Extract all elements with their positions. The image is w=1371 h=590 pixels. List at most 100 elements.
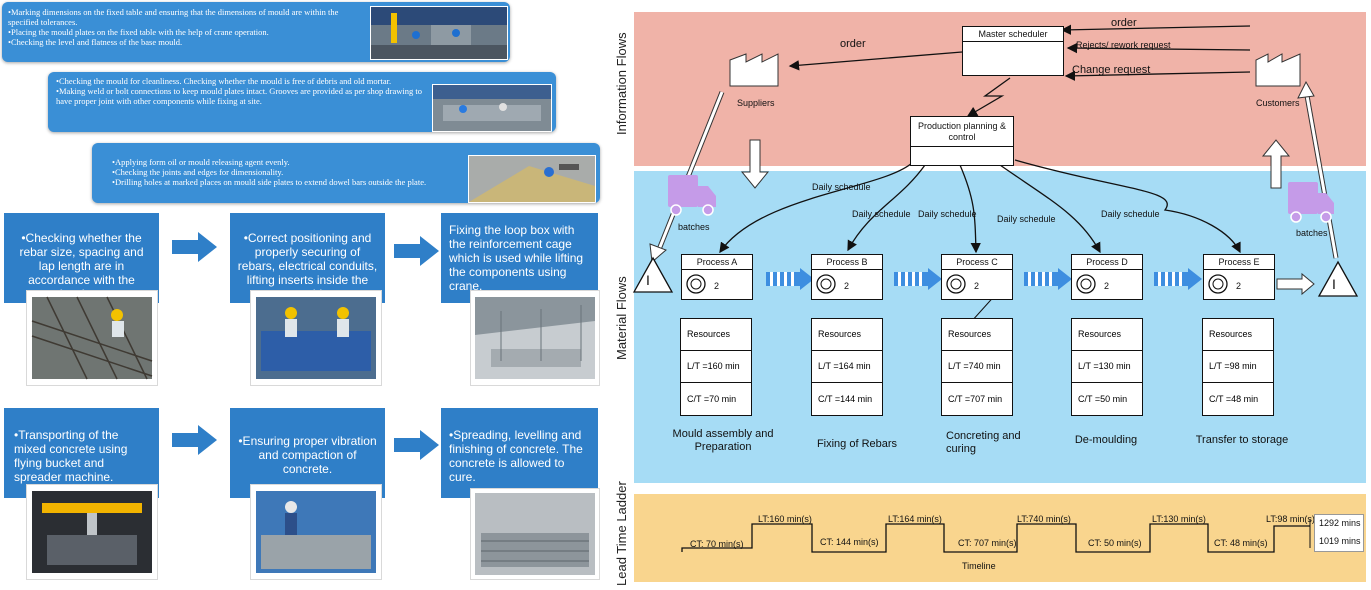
- ladder-lt-5: LT:98 min(s): [1266, 514, 1315, 524]
- process-b-operators: 2: [844, 281, 850, 291]
- customers-truck-icon: [1288, 182, 1334, 223]
- process-e-operators: 2: [1236, 281, 1242, 291]
- order-label-right: order: [1111, 17, 1137, 29]
- ladder-lt-4: LT:130 min(s): [1152, 514, 1206, 524]
- banner-step-3: •Applying form oil or mould releasing ag…: [92, 143, 600, 203]
- suppliers-truck-icon: [668, 175, 716, 216]
- banner-2-photo: [432, 84, 552, 132]
- compaction-photo: [256, 491, 376, 573]
- inventory-triangle-start: [632, 256, 674, 293]
- banner-3-photo: [468, 155, 596, 203]
- resources-a-lt: L/T =160 min: [681, 351, 751, 383]
- suppliers-factory-icon: [729, 53, 779, 87]
- card-spreading: •Spreading, levelling and finishing of c…: [441, 408, 598, 498]
- ladder-ct-4: CT: 50 min(s): [1088, 538, 1142, 548]
- total-lead-time-box: 1292 mins 1019 mins: [1314, 514, 1364, 552]
- curing-photo: [475, 493, 595, 575]
- ladder-ct-5: CT: 48 min(s): [1214, 538, 1268, 548]
- ladder-ct-2: CT: 144 min(s): [820, 537, 879, 547]
- photo-spreading: [470, 488, 600, 580]
- banner-step-1: •Marking dimensions on the fixed table a…: [2, 2, 510, 62]
- factory-photo-3: [469, 156, 595, 202]
- right-arrow-r1-2: [394, 236, 439, 266]
- total-ct-value: 1019 mins: [1319, 536, 1361, 546]
- batches-label-right: batches: [1296, 228, 1328, 238]
- process-b-title: Process B: [812, 257, 882, 270]
- operator-icon-e: [1208, 274, 1228, 294]
- card-vibration: •Ensuring proper vibration and compactio…: [230, 408, 385, 498]
- photo-loop-box: [470, 290, 600, 386]
- resources-a-ct: C/T =70 min: [687, 393, 737, 404]
- total-lt-value: 1292 mins: [1319, 518, 1361, 528]
- production-control-title: Production planning & control: [911, 121, 1013, 147]
- resources-box-b: Resources L/T =164 min C/T =144 min: [811, 318, 883, 416]
- rejects-label: Rejects/ rework request: [1076, 40, 1171, 50]
- banner-2-text: •Checking the mould for cleanliness. Che…: [56, 76, 423, 106]
- photo-rebar-check: [26, 290, 158, 386]
- photo-rebar-positioning: [250, 290, 382, 386]
- resources-box-d: Resources L/T =130 min C/T =50 min: [1071, 318, 1143, 416]
- ladder-lt-2: LT:164 min(s): [888, 514, 942, 524]
- resources-d-lt: L/T =130 min: [1072, 351, 1142, 383]
- ladder-ct-3: CT: 707 min(s): [958, 538, 1017, 548]
- banner-step-2: •Checking the mould for cleanliness. Che…: [48, 72, 556, 132]
- resources-b-ct: C/T =144 min: [818, 393, 873, 404]
- process-c-operators: 2: [974, 281, 980, 291]
- daily-schedule-label-c: Daily schedule: [918, 209, 977, 219]
- resources-box-e: Resources L/T =98 min C/T =48 min: [1202, 318, 1274, 416]
- inventory-label-end: I: [1332, 276, 1336, 292]
- push-arrows: [766, 268, 1202, 290]
- step-name-a: Mould assembly and Preparation: [672, 428, 774, 453]
- operator-icon-a: [686, 274, 706, 294]
- right-arrow-r2-1: [172, 425, 217, 455]
- daily-schedule-label-b: Daily schedule: [852, 209, 911, 219]
- resources-e-label: Resources: [1203, 319, 1273, 351]
- process-box-e: Process E 2: [1203, 254, 1275, 300]
- step-name-e: Transfer to storage: [1195, 434, 1289, 446]
- daily-schedule-label-a: Daily schedule: [812, 182, 871, 192]
- customers-label: Customers: [1256, 98, 1300, 108]
- card-concrete-transport: •Transporting of the mixed concrete usin…: [4, 408, 159, 498]
- process-d-operators: 2: [1104, 281, 1110, 291]
- order-label-left: order: [840, 38, 866, 50]
- card-loop-box: Fixing the loop box with the reinforceme…: [441, 213, 598, 303]
- resources-c-lt: L/T =740 min: [942, 351, 1012, 383]
- resources-d-ct: C/T =50 min: [1078, 393, 1128, 404]
- right-arrow-r2-2: [394, 430, 439, 460]
- card-rebar-check: •Checking whether the rebar size, spacin…: [4, 213, 159, 303]
- right-arrow-r1-1: [172, 232, 217, 262]
- ladder-timeline: Timeline: [962, 561, 996, 571]
- resources-box-c: Resources L/T =740 min C/T =707 min: [941, 318, 1013, 416]
- ladder-lt-1: LT:160 min(s): [758, 514, 812, 524]
- process-e-title: Process E: [1204, 257, 1274, 270]
- daily-schedule-label-e: Daily schedule: [1101, 209, 1160, 219]
- resources-box-a: Resources L/T =160 min C/T =70 min: [680, 318, 752, 416]
- rebar-photo: [31, 296, 153, 380]
- change-request-label: Change request: [1072, 64, 1151, 76]
- resources-c-ct: C/T =707 min: [948, 393, 1003, 404]
- resources-c-label: Resources: [942, 319, 1012, 351]
- master-scheduler-title: Master scheduler: [963, 29, 1063, 42]
- process-box-b: Process B 2: [811, 254, 883, 300]
- resources-a-label: Resources: [681, 319, 751, 351]
- step-name-b: Fixing of Rebars: [816, 438, 898, 450]
- resources-e-ct: C/T =48 min: [1209, 393, 1259, 404]
- operator-icon-b: [816, 274, 836, 294]
- master-scheduler-box: Master scheduler: [962, 26, 1064, 76]
- photo-concrete-transport: [26, 484, 158, 580]
- lead-time-ladder-line: [681, 523, 1310, 553]
- process-box-c: Process C 2: [941, 254, 1013, 300]
- factory-photo-1: [371, 7, 507, 59]
- operator-icon-d: [1076, 274, 1096, 294]
- resources-e-lt: L/T =98 min: [1203, 351, 1273, 383]
- step-name-c: Concreting and curing: [946, 430, 1021, 455]
- process-a-operators: 2: [714, 281, 720, 291]
- inventory-label-start: I: [646, 272, 650, 288]
- mould-photo: [256, 297, 376, 379]
- inventory-triangle-end: [1317, 260, 1359, 297]
- process-box-a: Process A 2: [681, 254, 753, 300]
- spreader-photo: [32, 491, 152, 573]
- process-d-title: Process D: [1072, 257, 1142, 270]
- banner-1-text: •Marking dimensions on the fixed table a…: [8, 7, 339, 47]
